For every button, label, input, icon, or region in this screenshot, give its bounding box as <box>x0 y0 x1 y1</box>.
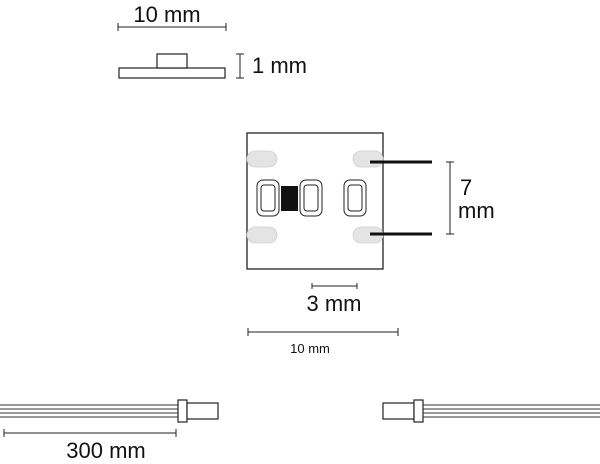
cable-right <box>382 399 600 423</box>
side-view-height-label: 1 mm <box>252 53 307 78</box>
solder-pad-top-right <box>352 150 384 168</box>
front-view: 7 mm 3 mm 10 mm <box>246 132 495 356</box>
solder-pad-bottom-left <box>246 226 278 244</box>
component-middle <box>299 179 323 217</box>
cable-right-connector <box>413 399 424 423</box>
pin-spacing-unit-label: mm <box>458 198 495 223</box>
pin-spacing-value-label: 7 <box>460 175 472 200</box>
cable-length-label: 300 mm <box>66 438 145 463</box>
cable-length-dimension: 300 mm <box>3 429 177 463</box>
side-view: 10 mm 1 mm <box>117 2 307 79</box>
led-chip <box>281 186 298 211</box>
component-left <box>256 179 280 217</box>
pitch-label: 3 mm <box>307 291 362 316</box>
component-right <box>343 179 367 217</box>
board-width-label: 10 mm <box>290 341 330 356</box>
side-view-board <box>118 67 226 79</box>
side-view-width-label: 10 mm <box>133 2 200 27</box>
solder-pad-top-left <box>246 150 278 168</box>
cable-right-connector-housing <box>382 402 415 420</box>
cable-left-connector-housing <box>186 402 219 420</box>
cable-left-connector <box>177 399 188 423</box>
side-view-led-body <box>156 53 188 69</box>
cable-left <box>0 399 219 423</box>
